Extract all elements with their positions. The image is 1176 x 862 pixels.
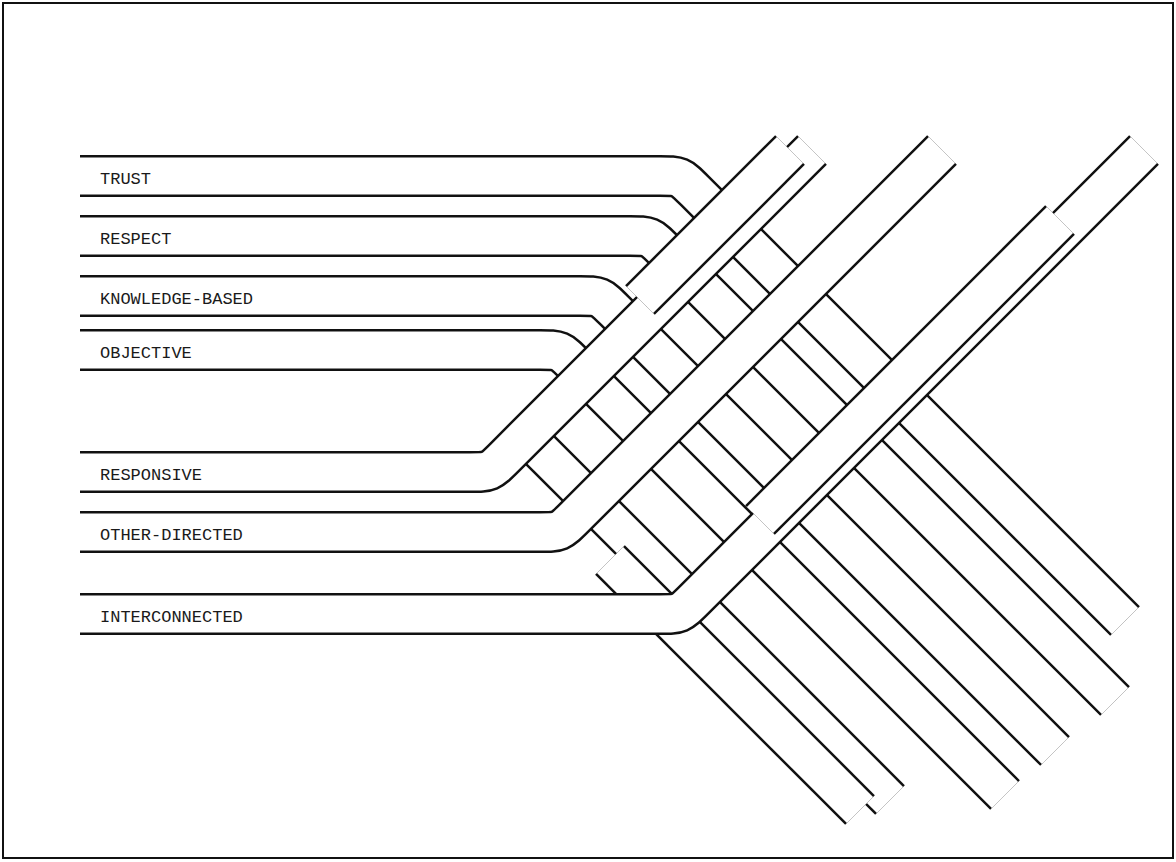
strand-label: RESPECT [98,230,173,250]
strands [80,150,1144,810]
strand-label: INTERCONNECTED [98,608,245,628]
strand-label: OTHER-DIRECTED [98,526,245,546]
strand-label: OBJECTIVE [98,344,194,364]
strand-label: RESPONSIVE [98,466,204,486]
strand-label: KNOWLEDGE-BASED [98,290,255,310]
strand-label: TRUST [98,170,153,190]
frame [3,3,1173,858]
